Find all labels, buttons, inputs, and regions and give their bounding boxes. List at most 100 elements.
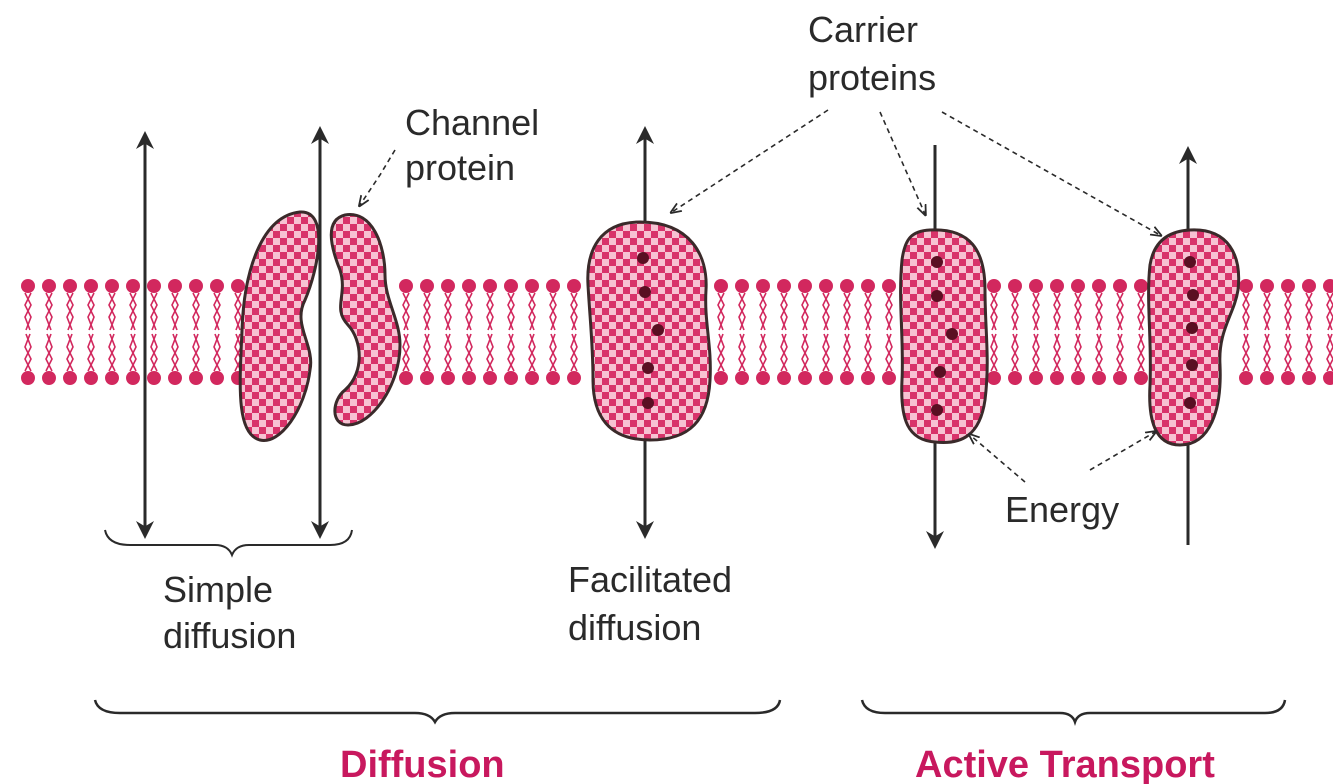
- lipid-head: [819, 371, 833, 385]
- lipid-head: [567, 279, 581, 293]
- lipid-head: [504, 279, 518, 293]
- lipid-head: [1113, 279, 1127, 293]
- lipid-head: [567, 371, 581, 385]
- lipid-tail: [109, 293, 115, 371]
- lipid-head: [63, 279, 77, 293]
- lipid-head: [1281, 371, 1295, 385]
- lipid-tail: [1075, 293, 1081, 371]
- lipid-head: [1050, 279, 1064, 293]
- lipid-head: [210, 371, 224, 385]
- lipid-tail: [193, 293, 199, 371]
- lipid-head: [462, 279, 476, 293]
- lipid-head: [1071, 279, 1085, 293]
- lipid-head: [42, 371, 56, 385]
- lipid-tail: [172, 293, 178, 371]
- lipid-head: [1302, 279, 1316, 293]
- lipid-tail: [991, 293, 997, 371]
- lipid-tail: [508, 293, 514, 371]
- lipid-head: [987, 371, 1001, 385]
- lipid-head: [714, 279, 728, 293]
- lipid-head: [105, 371, 119, 385]
- lipid-tail: [1138, 293, 1144, 371]
- brace-diffusion: [95, 700, 780, 722]
- lipid-tail: [67, 293, 73, 371]
- energy-label: Energy: [1005, 489, 1119, 530]
- lipid-head: [1092, 279, 1106, 293]
- lipid-head: [126, 371, 140, 385]
- lipid-tail: [865, 293, 871, 371]
- lipid-tail: [46, 293, 52, 371]
- lipid-head: [1071, 371, 1085, 385]
- lipid-head: [798, 371, 812, 385]
- lipid-head: [987, 279, 1001, 293]
- lipid-head: [861, 371, 875, 385]
- lipid-tail: [151, 293, 157, 371]
- lipid-head: [105, 279, 119, 293]
- lipid-head: [1239, 279, 1253, 293]
- carrier-proteins-label-line1: Carrier: [808, 9, 918, 50]
- carrier-protein-active-1: [901, 230, 988, 443]
- lipid-head: [84, 279, 98, 293]
- lipid-head: [1029, 371, 1043, 385]
- lipid-head: [1302, 371, 1316, 385]
- lipid-head: [462, 371, 476, 385]
- lipid-head: [399, 371, 413, 385]
- lipid-tail: [886, 293, 892, 371]
- lipid-head: [399, 279, 413, 293]
- lipid-head: [1323, 371, 1333, 385]
- lipid-head: [735, 279, 749, 293]
- lipid-head: [168, 371, 182, 385]
- lipid-head: [1134, 279, 1148, 293]
- lipid-head: [1113, 371, 1127, 385]
- lipid-tail: [1054, 293, 1060, 371]
- facilitated-diffusion-label-line1: Facilitated: [568, 559, 732, 600]
- lipid-head: [882, 279, 896, 293]
- lipid-head: [483, 371, 497, 385]
- lipid-head: [525, 279, 539, 293]
- lipid-tail: [1264, 293, 1270, 371]
- lipid-head: [735, 371, 749, 385]
- lipid-tail: [844, 293, 850, 371]
- lipid-head: [42, 279, 56, 293]
- lipid-head: [882, 371, 896, 385]
- lipid-head: [1323, 279, 1333, 293]
- lipid-head: [714, 371, 728, 385]
- lipid-head: [840, 371, 854, 385]
- lipid-tail: [1285, 293, 1291, 371]
- lipid-tail: [214, 293, 220, 371]
- simple-diffusion-label-line2: diffusion: [163, 615, 296, 656]
- lipid-head: [819, 279, 833, 293]
- lipid-tail: [487, 293, 493, 371]
- lipid-head: [1029, 279, 1043, 293]
- lipid-head: [1050, 371, 1064, 385]
- lipid-tail: [550, 293, 556, 371]
- lipid-tail: [1012, 293, 1018, 371]
- facilitated-diffusion-label-line2: diffusion: [568, 607, 701, 648]
- carrier-proteins-label-line2: proteins: [808, 57, 936, 98]
- lipid-head: [126, 279, 140, 293]
- lipid-head: [777, 279, 791, 293]
- lipid-head: [840, 279, 854, 293]
- lipid-head: [546, 279, 560, 293]
- lipid-head: [1281, 279, 1295, 293]
- lipid-tail: [529, 293, 535, 371]
- lipid-tail: [1033, 293, 1039, 371]
- diffusion-heading: Diffusion: [340, 744, 505, 784]
- lipid-tail: [718, 293, 724, 371]
- lipid-head: [168, 279, 182, 293]
- lipid-head: [441, 371, 455, 385]
- lipid-tail: [1117, 293, 1123, 371]
- lipid-tail: [466, 293, 472, 371]
- channel-protein-label-line2: protein: [405, 147, 515, 188]
- lipid-head: [147, 279, 161, 293]
- lipid-tail: [1243, 293, 1249, 371]
- lipid-head: [84, 371, 98, 385]
- lipid-tail: [130, 293, 136, 371]
- lipid-tail: [403, 293, 409, 371]
- lipid-tail: [739, 293, 745, 371]
- lipid-head: [231, 279, 245, 293]
- lipid-head: [1092, 371, 1106, 385]
- lipid-head: [147, 371, 161, 385]
- lipid-head: [1260, 279, 1274, 293]
